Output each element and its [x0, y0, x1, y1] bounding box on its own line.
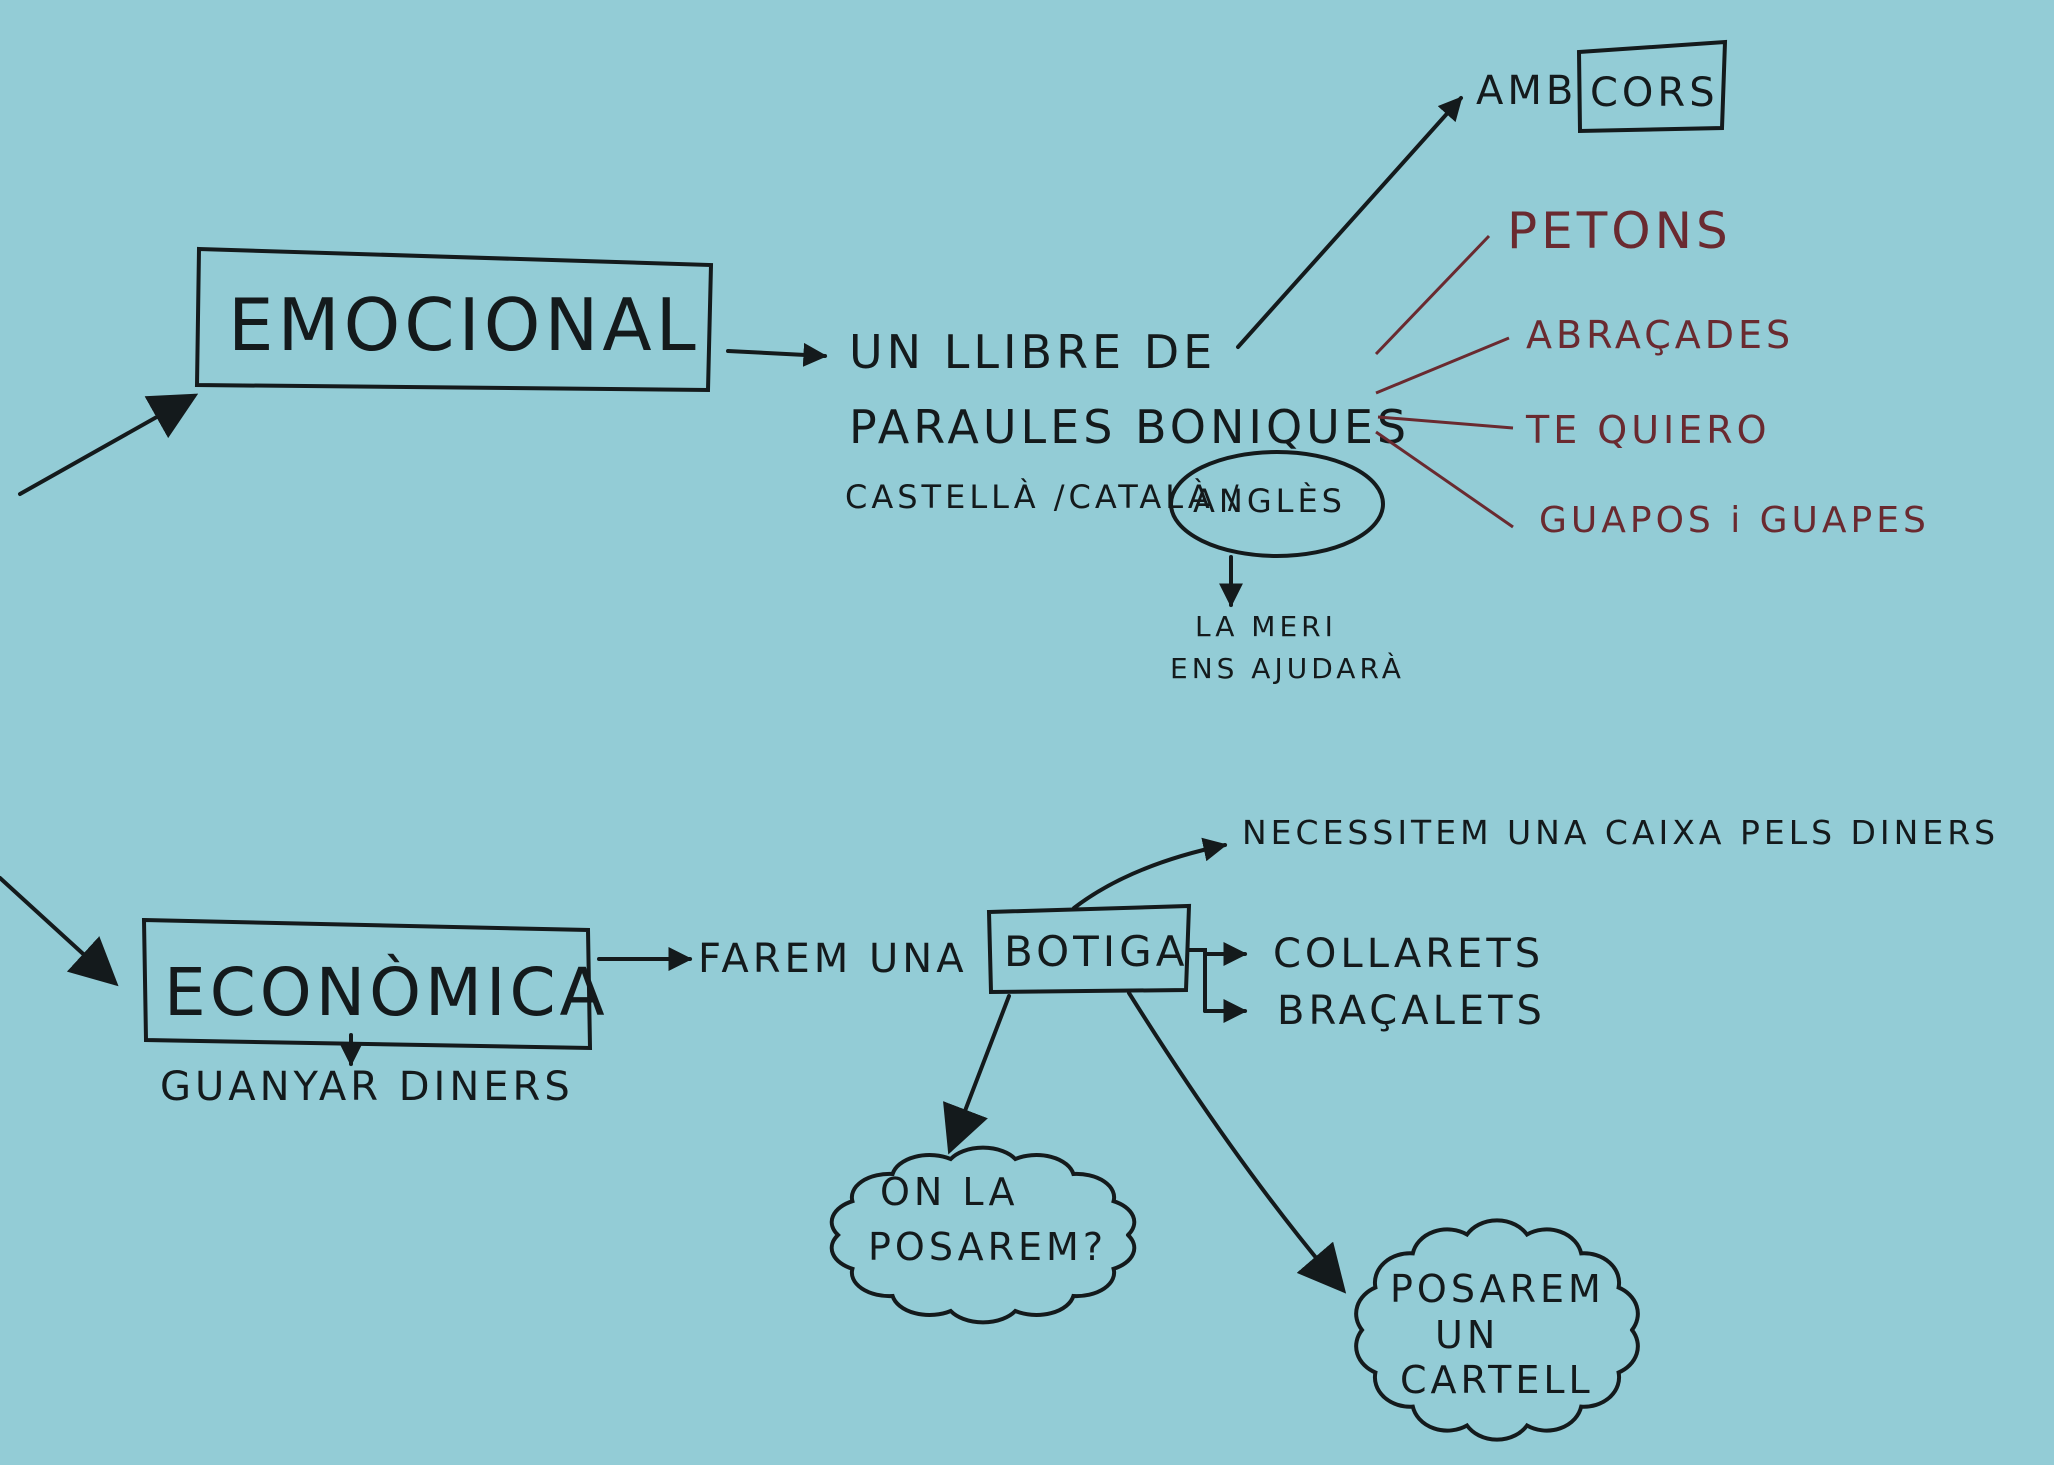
- with-label: AMB: [1476, 68, 1577, 114]
- language-anglès: ANGLÈS: [1193, 482, 1346, 520]
- cloud-1-line-1: ON LA: [880, 1170, 1018, 1214]
- shop-box: [986, 903, 1192, 995]
- helper-line-2: ENS AJUDARÀ: [1170, 651, 1405, 685]
- helper-line-1: LA MERI: [1195, 610, 1337, 643]
- need-text: NECESSITEM UNA CAIXA PELS DINERS: [1242, 813, 1999, 852]
- line-to-word-4: [1375, 430, 1514, 529]
- economic-title: ECONÒMICA: [164, 954, 609, 1031]
- word-guapos: GUAPOS i GUAPES: [1539, 500, 1930, 541]
- word-petons: PETONS: [1507, 202, 1732, 260]
- cloud-2-line-1: POSAREM: [1390, 1267, 1605, 1311]
- languages: CASTELLÀ /CATALÀ /: [845, 478, 1243, 516]
- hearts-box: [1576, 39, 1728, 134]
- products-bracket: [1187, 948, 1207, 1013]
- product-collarets: COLLARETS: [1273, 931, 1544, 977]
- book-line-1: UN LLIBRE DE: [849, 325, 1216, 379]
- arrow-to-cloud-2: [1127, 991, 1347, 1294]
- shop-label: BOTIGA: [1004, 927, 1188, 976]
- cloud-2-line-2: UN: [1435, 1313, 1499, 1357]
- arrow-to-book: [726, 342, 828, 367]
- cloud-1-line-2: POSAREM?: [868, 1225, 1107, 1269]
- line-to-word-3: [1377, 415, 1514, 430]
- line-to-word-1: [1374, 234, 1491, 356]
- arrow-to-hearts: [1236, 96, 1463, 349]
- line-to-word-2: [1375, 336, 1510, 395]
- action-text: FAREM UNA: [698, 936, 968, 982]
- cloud-1: [829, 1145, 1137, 1325]
- anglès-circle: [1169, 450, 1385, 558]
- cloud-2-line-3: CARTELL: [1400, 1358, 1594, 1402]
- arrow-to-economic: [0, 876, 119, 987]
- word-abraçades: ABRAÇADES: [1526, 313, 1794, 357]
- arrow-to-need: [1072, 837, 1228, 910]
- arrow-to-emotional: [18, 393, 199, 496]
- arrow-to-cloud-1: [943, 994, 1011, 1155]
- emotional-title: EMOCIONAL: [228, 283, 700, 367]
- word-te-quiero: TE QUIERO: [1525, 408, 1771, 452]
- economic-subtitle: GUANYAR DINERS: [160, 1064, 574, 1110]
- cloud-2: [1354, 1218, 1640, 1442]
- product-braçalets: BRAÇALETS: [1277, 988, 1546, 1034]
- economic-box: [141, 917, 593, 1051]
- emotional-box: [194, 246, 714, 393]
- hearts-label: CORS: [1590, 70, 1719, 116]
- book-line-2: PARAULES BONIQUES: [849, 400, 1410, 454]
